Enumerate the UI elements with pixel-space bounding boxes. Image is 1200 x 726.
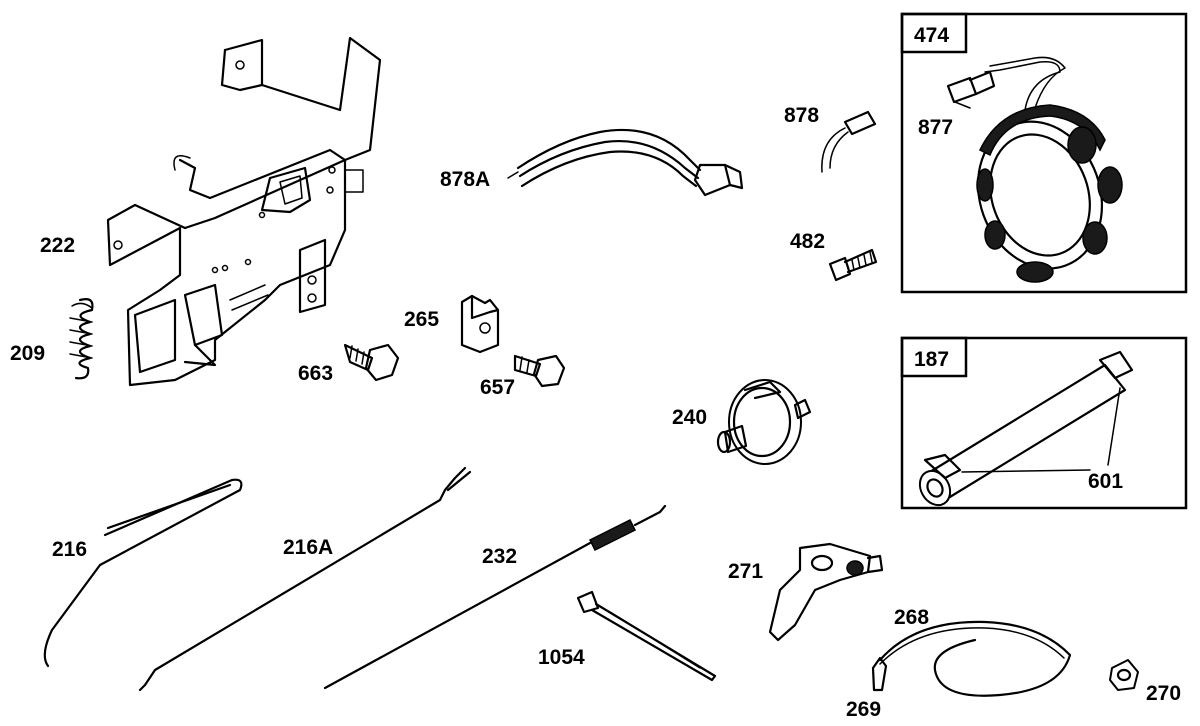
fuel-line-268 xyxy=(878,620,1072,697)
spring-209 xyxy=(69,298,94,380)
label-1054: 1054 xyxy=(538,646,585,669)
label-663: 663 xyxy=(298,362,333,385)
bolt-482 xyxy=(828,248,878,282)
screw-663 xyxy=(343,343,400,382)
governor-rod-216A xyxy=(138,466,472,692)
throttle-link-232 xyxy=(323,504,667,690)
box-474 xyxy=(900,12,1188,294)
label-271: 271 xyxy=(728,560,763,583)
label-240: 240 xyxy=(672,406,707,429)
label-482: 482 xyxy=(790,230,825,253)
label-187: 187 xyxy=(914,348,949,371)
label-878: 878 xyxy=(784,104,819,127)
label-232: 232 xyxy=(482,545,517,568)
box-474-tag xyxy=(900,12,968,54)
control-bracket-222 xyxy=(106,36,382,387)
label-601: 601 xyxy=(1088,470,1123,493)
label-878A: 878A xyxy=(440,168,490,191)
label-269: 269 xyxy=(846,698,881,721)
leader-878A xyxy=(507,171,519,179)
box-187-tag xyxy=(900,336,968,378)
label-657: 657 xyxy=(480,376,515,399)
label-474: 474 xyxy=(914,24,949,47)
label-877: 877 xyxy=(918,116,953,139)
clip-265 xyxy=(460,294,500,354)
label-209: 209 xyxy=(10,342,45,365)
label-216: 216 xyxy=(52,538,87,561)
screw-657 xyxy=(513,354,566,388)
cable-tie-1054 xyxy=(576,590,717,682)
label-265: 265 xyxy=(404,308,439,331)
label-216A: 216A xyxy=(283,536,333,559)
fuel-filter-240 xyxy=(716,379,812,465)
fuel-line-187 xyxy=(918,350,1134,507)
label-268: 268 xyxy=(894,606,929,629)
nut-270 xyxy=(1109,659,1139,691)
label-222: 222 xyxy=(40,234,75,257)
wire-harness-878A xyxy=(516,128,744,197)
fitting-269 xyxy=(871,656,888,692)
bracket-271 xyxy=(768,542,884,642)
stator-474 xyxy=(946,56,1123,283)
label-270: 270 xyxy=(1146,682,1181,705)
governor-rod-216 xyxy=(43,478,243,668)
connector-878 xyxy=(821,110,877,173)
box-187 xyxy=(900,336,1188,510)
leader-877 xyxy=(954,101,971,109)
